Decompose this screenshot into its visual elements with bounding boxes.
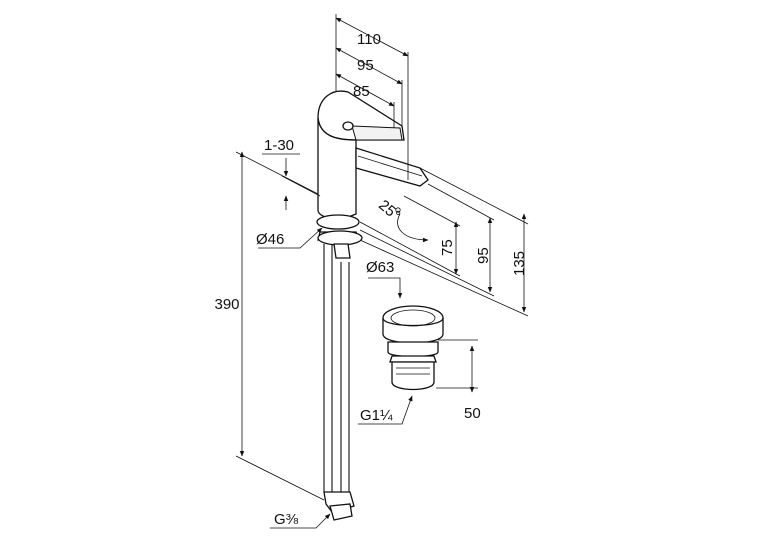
pop-up-drain — [382, 305, 444, 391]
dimension-135: 135 — [511, 251, 528, 276]
dimension-95-top: 95 — [357, 57, 374, 74]
thread-g-3-8: G⅜ — [274, 511, 299, 528]
dimension-75: 75 — [439, 239, 456, 256]
dimension-diameter-63: Ø63 — [366, 259, 394, 276]
dimension-85: 85 — [353, 83, 370, 100]
dimension-50: 50 — [464, 405, 481, 422]
faucet-body — [316, 90, 429, 521]
dimension-110: 110 — [357, 31, 381, 48]
dimension-angle-25: 25° — [375, 197, 403, 225]
dimension-95-right: 95 — [475, 247, 492, 264]
dimension-diameter-46: Ø46 — [256, 231, 284, 248]
dimension-390: 390 — [214, 296, 239, 313]
thread-g-1-1-4: G1¼ — [360, 407, 393, 424]
dimension-lines — [235, 14, 529, 529]
dimension-1-30: 1-30 — [264, 137, 294, 154]
